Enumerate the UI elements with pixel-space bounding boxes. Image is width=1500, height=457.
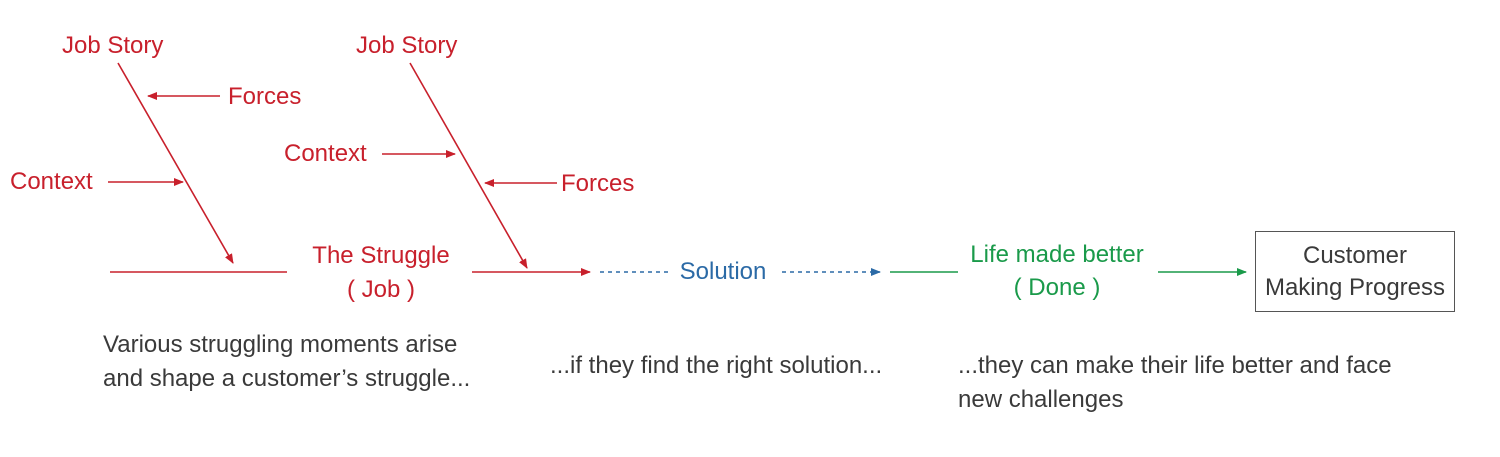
right-story-diagonal: [409, 62, 528, 269]
left-story-diagonal: [117, 62, 234, 264]
struggle-caption-line1: Various struggling moments arise: [103, 331, 458, 358]
left-job-story-title: Job Story: [62, 32, 164, 59]
customer-progress-line1: Customer: [1302, 241, 1408, 269]
struggle-caption: Various struggling moments arise and sha…: [103, 328, 470, 396]
left-forces-label: Forces: [228, 83, 302, 110]
solution-label: Solution: [679, 258, 767, 285]
left-context-label: Context: [10, 168, 93, 195]
right-context-label: Context: [284, 140, 367, 167]
solution-caption: ...if they find the right solution...: [550, 352, 883, 379]
right-job-story-title: Job Story: [356, 32, 458, 59]
customer-progress-line2: Making Progress: [1264, 273, 1446, 301]
done-caption-line2: new challenges: [958, 386, 1124, 413]
done-label: Life made better: [970, 241, 1144, 268]
done-caption-line1: ...they can make their life better and f…: [958, 352, 1392, 379]
done-sub-label: ( Done ): [1013, 274, 1101, 301]
struggle-job-label: ( Job ): [346, 276, 416, 303]
customer-progress-box: Customer Making Progress: [1255, 231, 1455, 312]
struggle-label: The Struggle: [312, 242, 450, 269]
struggle-caption-line2: and shape a customer’s struggle...: [103, 365, 471, 392]
right-forces-label: Forces: [561, 170, 635, 197]
done-caption: ...they can make their life better and f…: [958, 349, 1392, 417]
